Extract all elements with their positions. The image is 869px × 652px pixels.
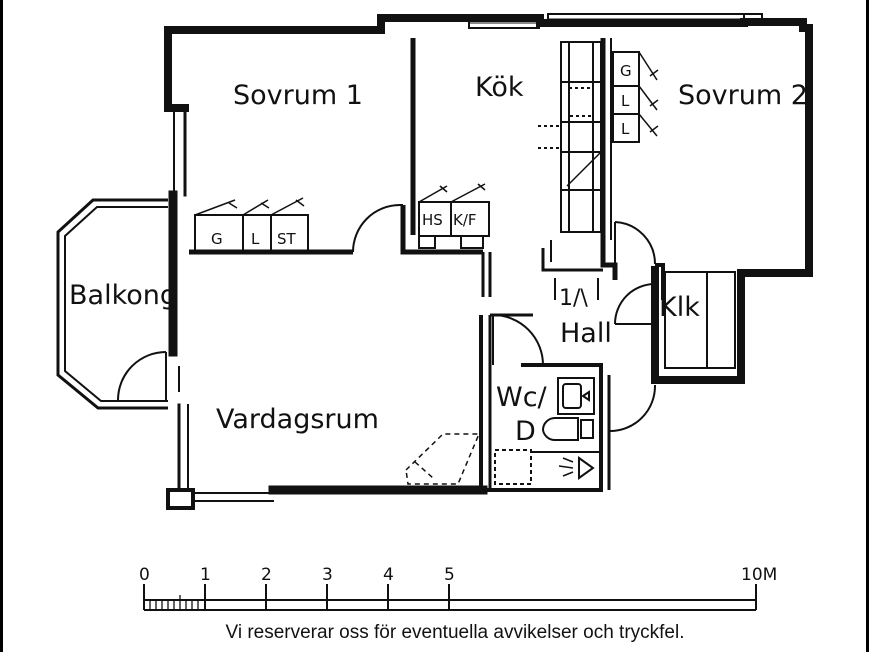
label-klk: Klk bbox=[659, 292, 700, 323]
closets-sovrum2 bbox=[612, 51, 659, 143]
closet-label: ST bbox=[277, 230, 297, 248]
scale-tick-1: 1 bbox=[200, 565, 211, 585]
closet-label: L bbox=[621, 92, 630, 110]
disclaimer-text: Vi reserverar oss för eventuella avvikel… bbox=[226, 622, 685, 643]
windows bbox=[468, 13, 763, 29]
closet-label: L bbox=[251, 230, 260, 248]
label-kok: Kök bbox=[475, 72, 524, 103]
closet-label: K/F bbox=[453, 211, 477, 229]
scale-tick-0: 0 bbox=[139, 565, 150, 585]
label-wc-d: D bbox=[515, 416, 536, 447]
label-sovrum2: Sovrum 2 bbox=[678, 80, 808, 111]
scale-tick-4: 4 bbox=[383, 565, 394, 585]
label-balkong: Balkong bbox=[69, 280, 177, 311]
klk-storage bbox=[664, 271, 736, 369]
scale-labels: 0 1 2 3 4 5 10M bbox=[139, 565, 777, 585]
scale-tick-5: 5 bbox=[444, 565, 455, 585]
living-furniture bbox=[405, 433, 481, 485]
floor-plan-drawing: Sovrum 1 Kök Sovrum 2 Balkong Hall Klk W… bbox=[56, 13, 813, 643]
kitchen-counter bbox=[538, 41, 602, 233]
room-labels: Sovrum 1 Kök Sovrum 2 Balkong Hall Klk W… bbox=[69, 72, 808, 447]
scale-tick-2: 2 bbox=[261, 565, 272, 585]
door-swings bbox=[117, 204, 657, 433]
label-wc: Wc/ bbox=[496, 382, 548, 413]
scale-tick-10m: 10M bbox=[741, 565, 777, 585]
closets-sovrum1 bbox=[194, 197, 309, 252]
scale-bar bbox=[143, 584, 757, 611]
closet-label: G bbox=[620, 62, 632, 80]
closets-kok bbox=[418, 183, 490, 249]
label-vardagsrum: Vardagsrum bbox=[216, 404, 379, 435]
closet-labels: G L ST HS K/F G L L bbox=[211, 62, 632, 248]
label-stair-mark: 1/\ bbox=[559, 286, 588, 311]
balcony-outline bbox=[56, 198, 168, 410]
label-hall: Hall bbox=[560, 318, 612, 349]
wc-fixtures bbox=[494, 377, 601, 485]
floor-plan-canvas: Sovrum 1 Kök Sovrum 2 Balkong Hall Klk W… bbox=[3, 0, 866, 652]
hall-stairs bbox=[554, 278, 599, 300]
label-sovrum1: Sovrum 1 bbox=[233, 80, 363, 111]
closet-label: L bbox=[621, 120, 630, 138]
scale-tick-3: 3 bbox=[322, 565, 333, 585]
closet-label: HS bbox=[422, 211, 443, 229]
closet-label: G bbox=[211, 230, 223, 248]
